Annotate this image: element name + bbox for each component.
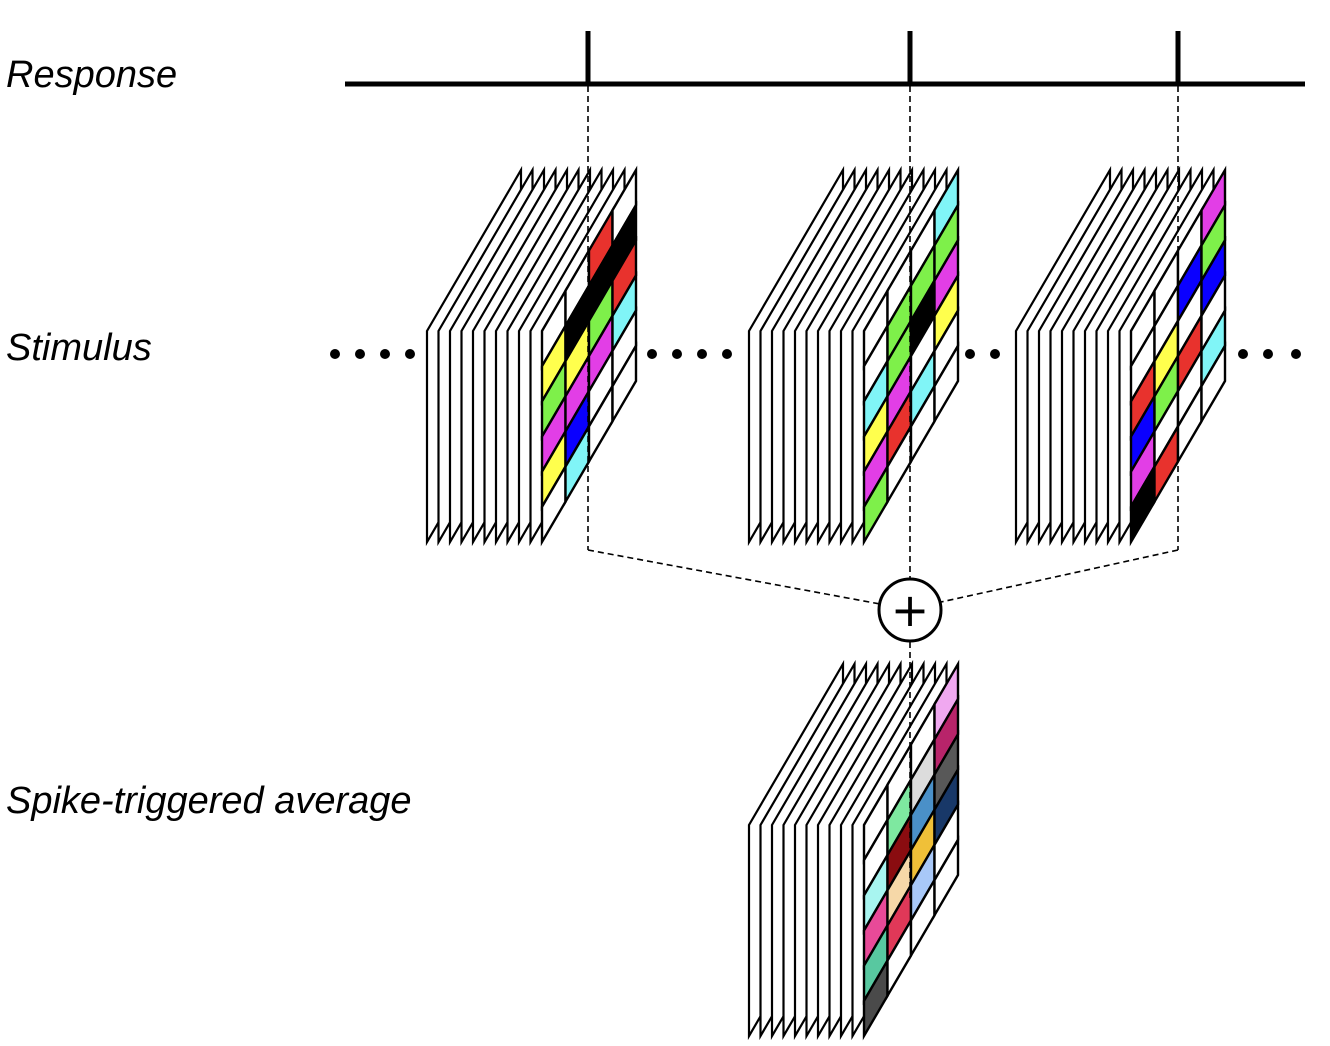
stimulus-stack-1: [425, 165, 638, 547]
timeline-dot: [1291, 349, 1301, 359]
timeline-dot: [965, 349, 975, 359]
frame-cell: [933, 341, 960, 426]
dashed-connectors: [587, 86, 1179, 900]
spike-triggered-average-label: Spike-triggered average: [6, 780, 412, 822]
dashed-converge-left: [587, 549, 881, 605]
timeline-dot: [355, 349, 365, 359]
response-spike-train: [345, 31, 1305, 87]
frame-cell: [1200, 341, 1227, 426]
timeline-dot: [1238, 349, 1248, 359]
plus-sign: +: [891, 583, 930, 637]
stimulus-label: Stimulus: [6, 327, 152, 369]
frame-cell: [611, 341, 638, 426]
sta-stack: [747, 659, 960, 1041]
sum-operator: +: [877, 577, 943, 643]
timeline-dot: [672, 349, 682, 359]
frame-stacks: [425, 165, 1227, 1041]
timeline-dot: [697, 349, 707, 359]
timeline-dot: [647, 349, 657, 359]
sum-circle: [877, 577, 943, 643]
timeline-dot: [405, 349, 415, 359]
response-label: Response: [6, 54, 178, 96]
stimulus-stack-2: [747, 165, 960, 547]
timeline-dot: [990, 349, 1000, 359]
stimulus-stack-3: [1014, 165, 1227, 547]
timeline-dot: [330, 349, 340, 359]
timeline-dot: [380, 349, 390, 359]
timeline-dot: [1263, 349, 1273, 359]
timeline-dot: [722, 349, 732, 359]
dashed-converge-right: [940, 549, 1179, 603]
frame-cell: [933, 835, 960, 920]
